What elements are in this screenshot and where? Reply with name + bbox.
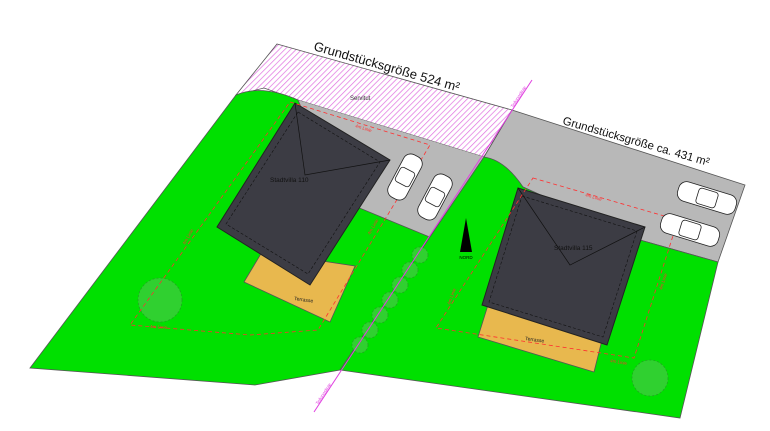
setback-lines: [129, 101, 679, 359]
setback-label: 4m Linie: [610, 358, 628, 366]
setback-label: 4m Linie: [150, 324, 168, 330]
north-label: NORD: [459, 255, 473, 260]
setback-label: 4m Linie: [446, 287, 457, 305]
division-line: [313, 79, 533, 413]
division-line-label: Teilungslinie: [315, 382, 333, 406]
house-left: [216, 102, 391, 286]
setback-label: 4m Linie: [658, 272, 668, 290]
house-name: Stadtvilla 115: [554, 245, 593, 252]
tree-icons: [137, 246, 669, 397]
terrace-label: Terrasse: [525, 336, 545, 345]
house-name: Stadtvilla 110: [270, 177, 309, 184]
servitude-label: Servitut: [350, 96, 371, 102]
terrace-left: [243, 251, 356, 323]
north-arrow-icon: [460, 218, 472, 252]
setback-label: 4m Linie: [585, 192, 603, 202]
car-icons: [387, 153, 738, 247]
terrace-label: Terrasse: [294, 296, 314, 305]
division-line-label: Teilungslinie: [510, 85, 528, 109]
setback-label: 4m Linie: [355, 123, 373, 133]
house-right: [481, 187, 646, 346]
